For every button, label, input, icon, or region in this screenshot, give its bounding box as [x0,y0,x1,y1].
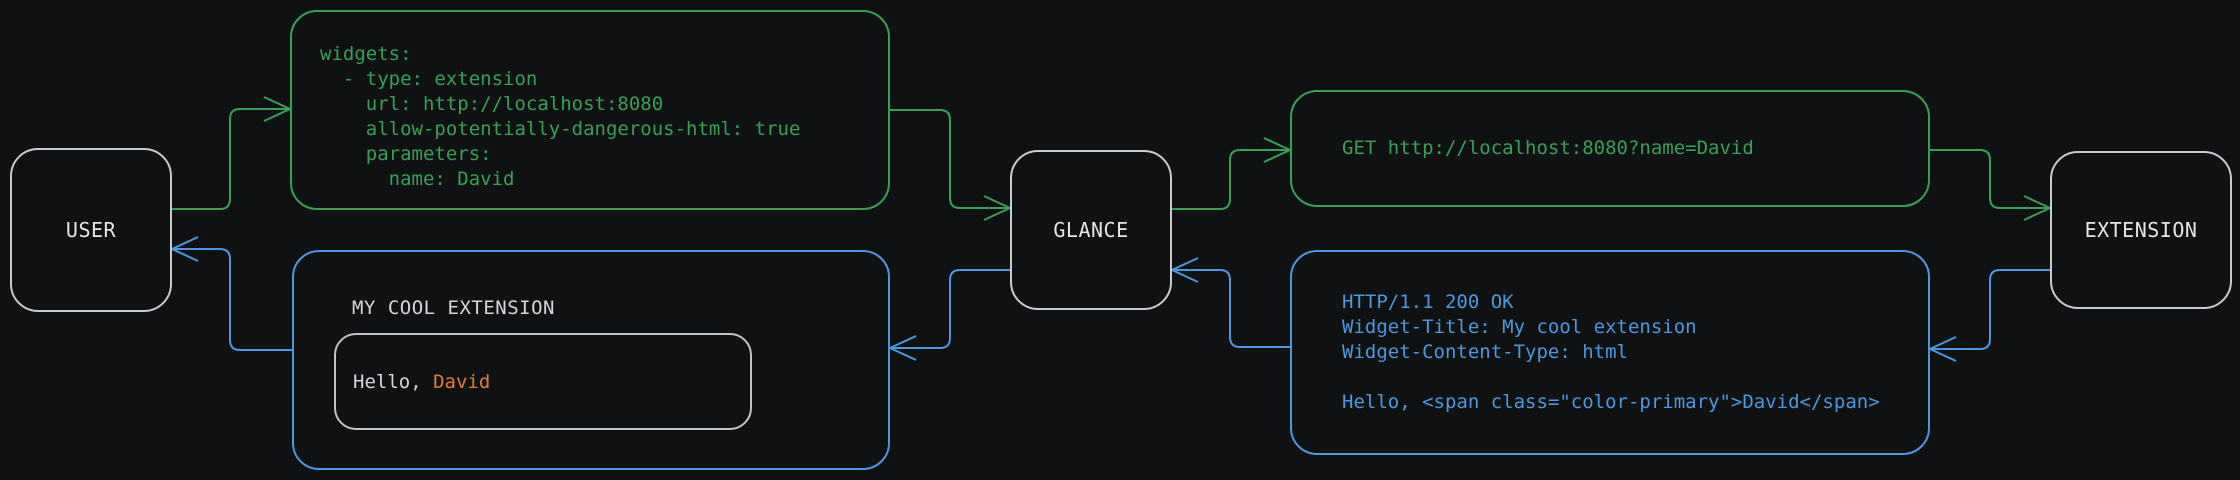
http-response-text: HTTP/1.1 200 OK Widget-Title: My cool ex… [1342,291,1880,413]
edge-config-to-glance [890,109,1013,221]
node-glance: GLANCE [1010,150,1172,310]
node-extension-label: EXTENSION [2084,218,2198,242]
edge-glance-to-render [887,269,1010,361]
greeting-prefix: Hello, [353,370,434,393]
edge-request-to-extension [1930,149,2053,221]
config-yaml-code: widgets: - type: extension url: http://l… [320,43,801,190]
http-request-box: GET http://localhost:8080?name=David [1290,90,1930,207]
node-glance-label: GLANCE [1053,218,1129,242]
http-response-box: HTTP/1.1 200 OK Widget-Title: My cool ex… [1290,250,1930,455]
arrow-left-icon [1169,257,1199,283]
widget-title: MY COOL EXTENSION [352,297,555,319]
edge-glance-to-request [1172,137,1293,210]
arrow-left-icon [887,335,917,361]
greeting-name: David [433,370,491,393]
edge-response-to-glance [1169,257,1290,348]
edge-extension-to-response [1927,269,2050,362]
edge-render-to-user [169,236,292,351]
arrow-left-icon [1927,336,1957,362]
node-user: USER [10,148,172,312]
config-yaml-box: widgets: - type: extension url: http://l… [290,10,890,210]
node-extension: EXTENSION [2050,151,2232,309]
http-request-text: GET http://localhost:8080?name=David [1342,137,1754,159]
node-user-label: USER [65,218,117,242]
arrow-left-icon [169,236,199,262]
greeting-box: Hello, David [334,333,752,430]
rendered-widget-box: MY COOL EXTENSION Hello, David [292,250,890,470]
edge-user-to-config [172,96,293,210]
